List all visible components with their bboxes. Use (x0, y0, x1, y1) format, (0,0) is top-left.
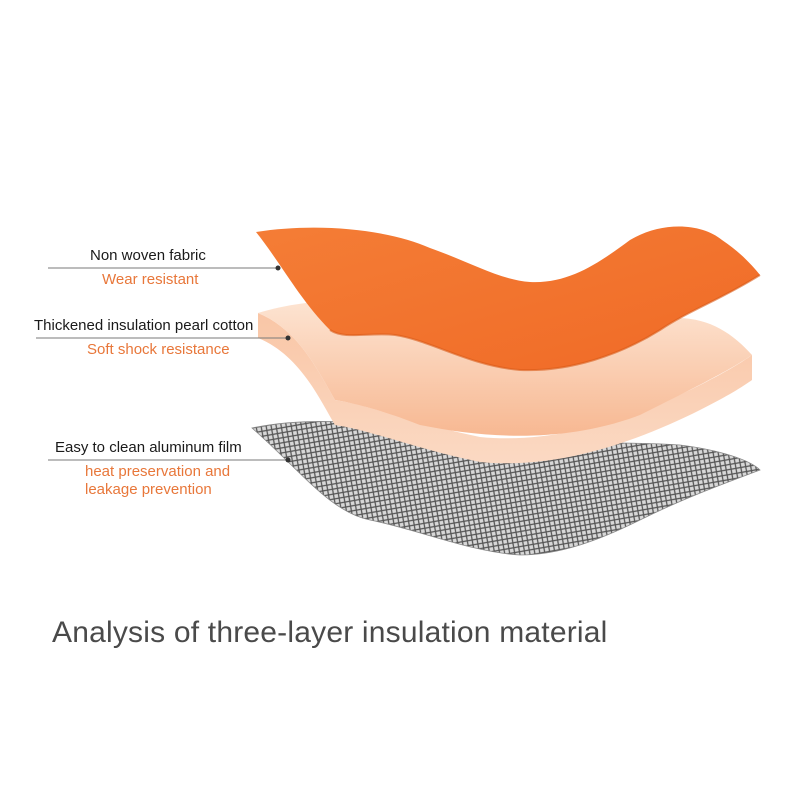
layer-name: Thickened insulation pearl cotton (34, 317, 254, 334)
layer-name: Easy to clean aluminum film (55, 439, 242, 456)
label-pearl-cotton: Thickened insulation pearl cotton Soft s… (34, 316, 253, 359)
layer-name: Non woven fabric (90, 247, 206, 264)
label-non-woven-fabric: Non woven fabric Wear resistant (90, 246, 206, 289)
leader-line-cotton (36, 335, 291, 341)
layer-property-line-2: leakage prevention (85, 481, 212, 498)
leader-line-film (48, 457, 291, 463)
leader-line-fabric (48, 265, 281, 271)
label-aluminum-film: Easy to clean aluminum film heat preserv… (55, 438, 242, 499)
layer-property: Soft shock resistance (87, 341, 230, 358)
layer-property-line-1: heat preservation and (85, 463, 231, 480)
non-woven-fabric-layer (256, 226, 761, 372)
layer-property: Wear resistant (102, 271, 199, 288)
diagram-caption: Analysis of three-layer insulation mater… (52, 616, 608, 649)
